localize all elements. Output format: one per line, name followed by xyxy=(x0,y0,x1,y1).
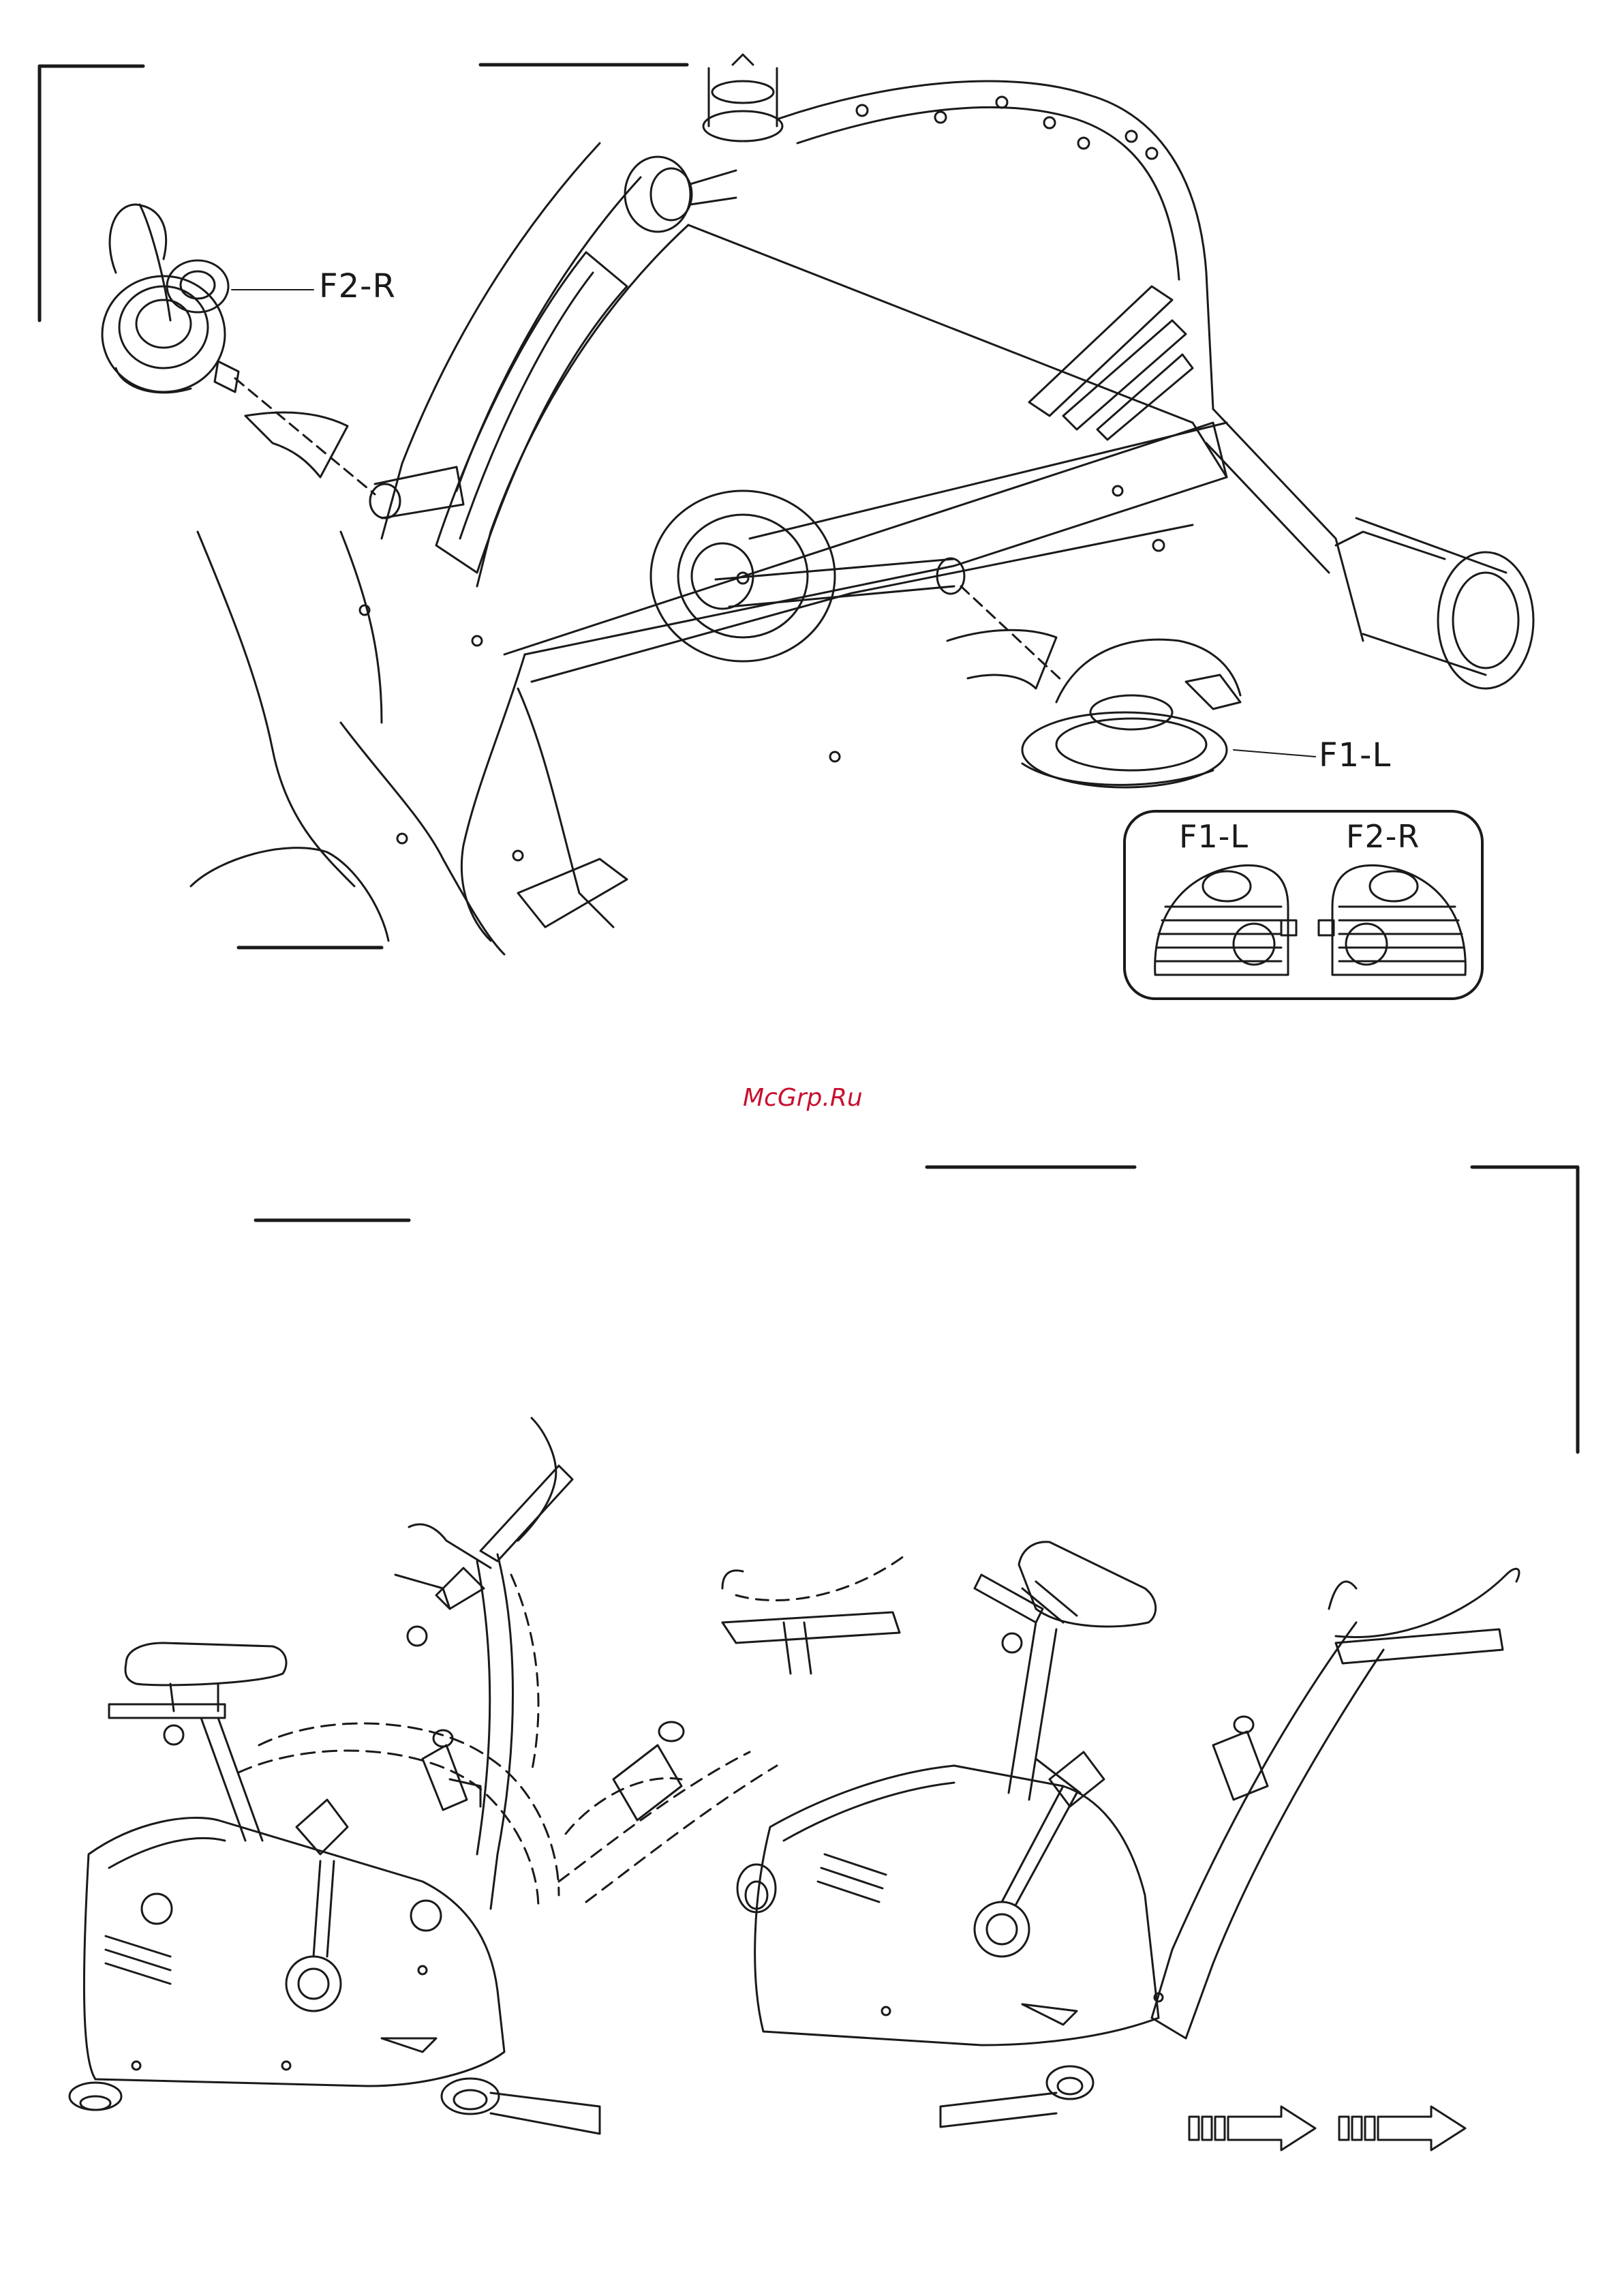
bike-upright-tilting xyxy=(70,1418,906,2134)
bike-standard xyxy=(737,1542,1519,2127)
arrow-right-icon xyxy=(1189,2106,1315,2150)
bottom-header-rules xyxy=(256,1167,1578,1452)
arrow-right-icon xyxy=(1339,2106,1465,2150)
